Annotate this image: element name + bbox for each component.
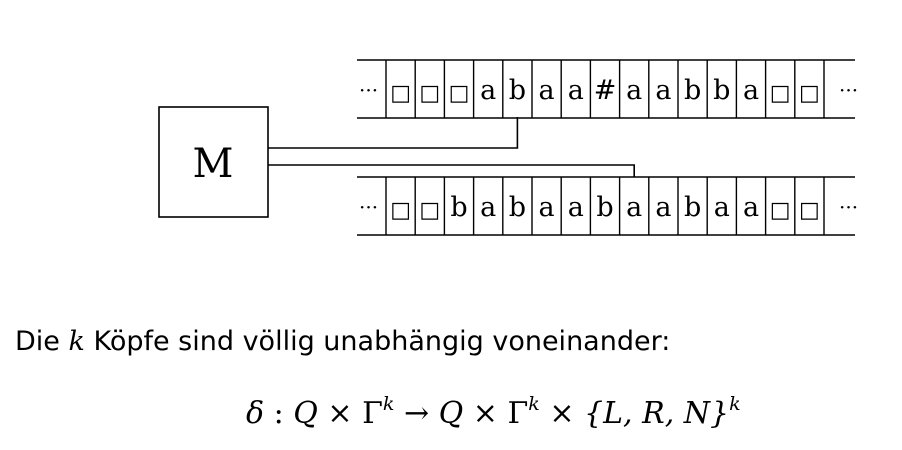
formula-exponent-2: k	[528, 393, 540, 415]
tape-ellipsis-right: ···	[839, 195, 858, 219]
formula-times: ×	[317, 396, 363, 431]
tape-ellipsis-left: ···	[359, 195, 378, 219]
caption-variable: k	[68, 326, 85, 357]
tape-cell-blank: □	[390, 198, 411, 223]
tape-cell: a	[539, 192, 555, 223]
transition-formula: δ : Q × Γk → Q × Γk × {L, R, N}k	[246, 393, 741, 432]
tape-cell: a	[655, 75, 671, 106]
tape-cell: a	[568, 192, 584, 223]
tape-cell-blank: □	[390, 81, 411, 106]
formula-times-3: ×	[539, 396, 585, 431]
tape-cell: b	[596, 192, 613, 223]
tape-cell-blank: □	[449, 81, 470, 106]
tape-cell-blank: □	[419, 81, 440, 106]
tape-ellipsis-right: ···	[839, 78, 858, 102]
tape-cell: a	[480, 192, 496, 223]
formula-exponent: k	[382, 393, 395, 415]
caption: Die k Köpfe sind völlig unabhängig vonei…	[15, 326, 670, 357]
tape-cell: a	[626, 192, 642, 223]
tape-cell: b	[509, 192, 526, 223]
tape-cell: b	[684, 192, 701, 223]
caption-before: Die	[15, 326, 69, 357]
formula-arrow: →	[394, 396, 439, 431]
tape-cell: a	[743, 75, 759, 106]
formula-gamma: Γ	[362, 396, 383, 431]
tape-cell: a	[655, 192, 671, 223]
formula-times-2: ×	[463, 396, 508, 431]
tape-cell-blank: □	[419, 198, 440, 223]
head-connections	[268, 117, 636, 177]
head-wire-2	[268, 164, 636, 177]
tape-cell-blank: □	[770, 198, 791, 223]
tape-cell: a	[714, 192, 730, 223]
machine-box	[158, 106, 269, 218]
formula-colon: :	[264, 396, 294, 431]
tape-cell: b	[450, 192, 467, 223]
tape-cell: b	[684, 75, 701, 106]
formula-exponent-3: k	[729, 393, 741, 415]
caption-after: Köpfe sind völlig unabhängig voneinander…	[84, 326, 671, 357]
formula-q-2: Q	[438, 396, 464, 431]
tape-cell: a	[539, 75, 555, 106]
formula-delta: δ	[246, 396, 265, 431]
tape-cell: a	[626, 75, 642, 106]
tape-cell-blank: □	[799, 81, 820, 106]
head-wire-1	[268, 117, 519, 149]
formula-q: Q	[293, 396, 318, 431]
tape-cell: a	[480, 75, 496, 106]
tape-cell-blank: □	[770, 81, 791, 106]
tape-cell: a	[568, 75, 584, 106]
tape-cell: #	[594, 75, 617, 106]
tape-cell: a	[743, 192, 759, 223]
tape-cell: b	[713, 75, 730, 106]
tape-cell: b	[509, 75, 526, 106]
machine-label: M	[193, 141, 234, 187]
tape-cell-blank: □	[799, 198, 820, 223]
formula-direction-set: {L, R, N}	[584, 396, 730, 431]
formula-gamma-2: Γ	[507, 396, 529, 431]
tape-ellipsis-left: ···	[359, 78, 378, 102]
